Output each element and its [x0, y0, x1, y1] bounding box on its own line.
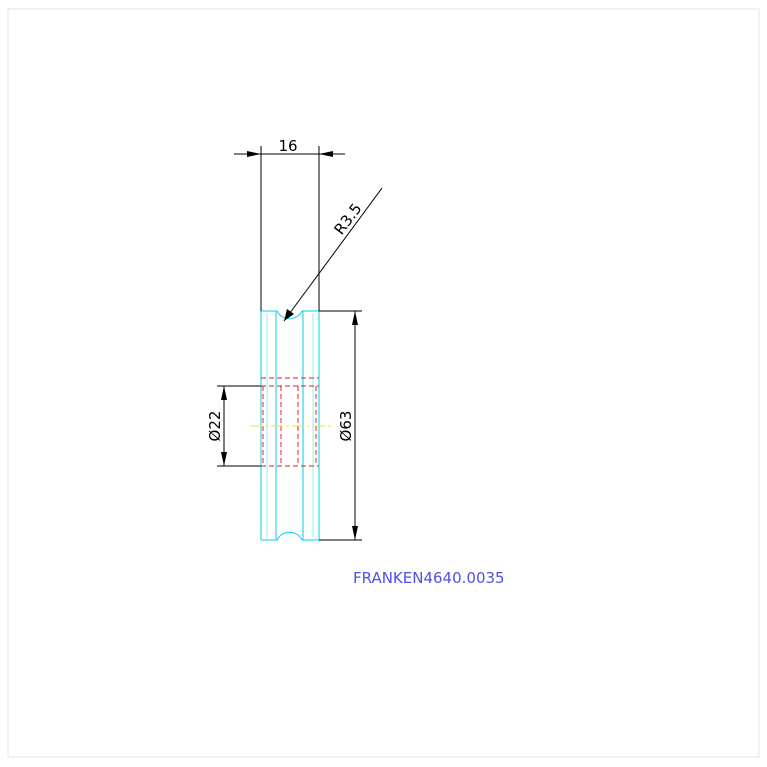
drawing-frame	[7, 8, 760, 758]
dimension-outer-diameter	[319, 310, 362, 541]
dimension-bore-diameter-label: Ø22	[206, 411, 224, 442]
dimension-width-label: 16	[278, 137, 297, 155]
dimension-bore-diameter	[217, 385, 261, 467]
dimension-radius	[283, 187, 383, 322]
hidden-bore-lines	[261, 377, 319, 467]
pulley-outline	[260, 310, 320, 541]
dimension-radius-label: R3.5	[331, 200, 366, 238]
part-number-label: FRANKEN4640.0035	[353, 569, 505, 587]
groove-top-arc	[276, 310, 303, 320]
groove-bottom-arc	[276, 531, 303, 541]
dimension-width	[234, 146, 345, 311]
dimension-outer-diameter-label: Ø63	[337, 411, 355, 442]
